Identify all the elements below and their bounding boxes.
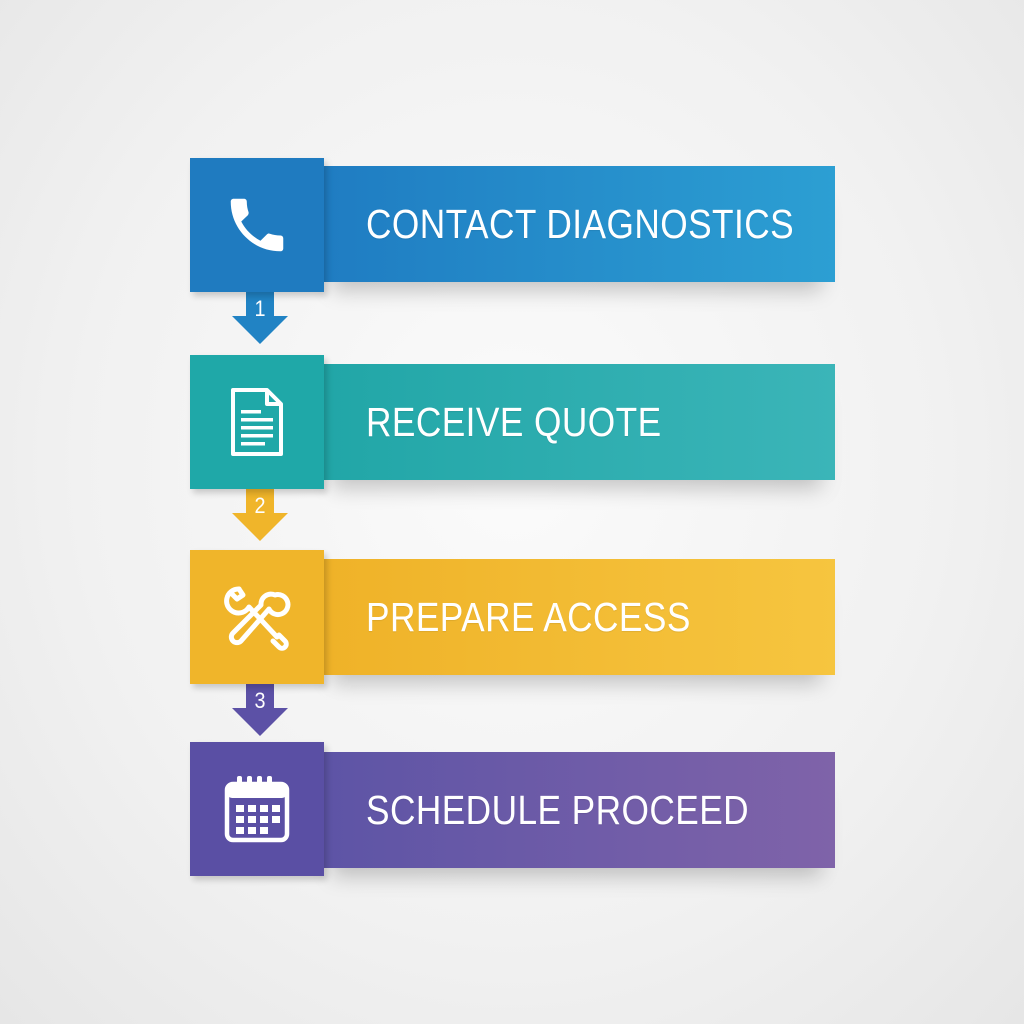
phone-icon <box>222 190 292 260</box>
document-icon <box>225 386 289 458</box>
down-arrow-icon <box>232 682 288 736</box>
step-1-label: CONTACT DIAGNOSTICS <box>366 200 795 247</box>
connector-2-number: 2 <box>254 493 266 518</box>
down-arrow-icon <box>232 290 288 344</box>
calendar-icon <box>223 774 291 844</box>
step-1-icon-box <box>190 158 324 292</box>
connector-2: 2 <box>232 487 288 543</box>
connector-1: 1 <box>232 290 288 346</box>
connector-3: 3 <box>232 682 288 738</box>
tools-icon <box>219 579 295 655</box>
step-4-banner: SCHEDULE PROCEED <box>318 752 835 868</box>
step-2-label: RECEIVE QUOTE <box>366 398 662 445</box>
step-1-banner: CONTACT DIAGNOSTICS <box>318 166 835 282</box>
step-4-label: SCHEDULE PROCEED <box>366 786 750 833</box>
step-2-icon-box <box>190 355 324 489</box>
step-2-banner: RECEIVE QUOTE <box>318 364 835 480</box>
down-arrow-icon <box>232 487 288 541</box>
step-3-icon-box <box>190 550 324 684</box>
step-4-icon-box <box>190 742 324 876</box>
step-3-banner: PREPARE ACCESS <box>318 559 835 675</box>
connector-3-number: 3 <box>254 688 266 713</box>
step-3-label: PREPARE ACCESS <box>366 593 691 640</box>
connector-1-number: 1 <box>254 296 266 321</box>
